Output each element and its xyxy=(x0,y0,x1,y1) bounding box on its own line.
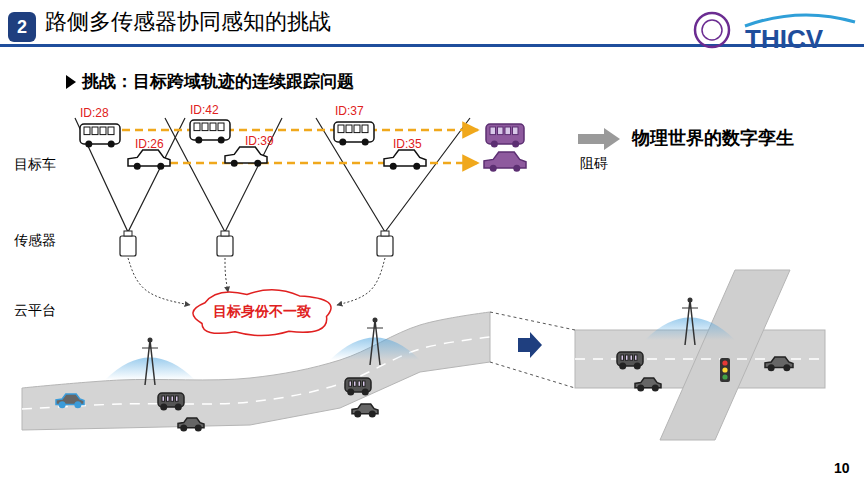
zoom-guide xyxy=(490,312,575,388)
row-label: 传感器 xyxy=(14,232,56,249)
zoom-arrow xyxy=(518,332,542,358)
row-label: 云平台 xyxy=(14,302,56,319)
scene-bus xyxy=(345,378,371,396)
bus-icon xyxy=(80,124,120,148)
scene-car xyxy=(765,357,793,371)
id-label: ID:28 xyxy=(80,106,109,120)
trajectory-line xyxy=(170,162,478,165)
logo-text: THICV xyxy=(745,24,823,55)
section-number: 2 xyxy=(8,12,36,42)
sensor-box xyxy=(217,236,233,256)
sensor-mount xyxy=(381,231,389,236)
sensor-box xyxy=(377,236,393,256)
car-icon xyxy=(128,150,170,170)
upload-link xyxy=(225,258,228,292)
upload-link xyxy=(337,258,385,305)
node-text: 目标身份不一致 xyxy=(213,303,311,321)
sensor-box xyxy=(120,236,136,256)
university-seal xyxy=(695,13,729,47)
traffic-light xyxy=(720,358,730,382)
id-label: ID:35 xyxy=(393,137,422,151)
sensor-mount xyxy=(221,231,229,236)
scene-car xyxy=(56,394,84,408)
scene-car xyxy=(178,418,204,432)
scene-car xyxy=(635,378,661,392)
car-icon xyxy=(384,150,426,170)
sensor-mount xyxy=(124,231,132,236)
block-arrow xyxy=(578,128,620,150)
goal-text: 物理世界的数字孪生 xyxy=(632,128,794,150)
cloud-node: 目标身份不一致 xyxy=(187,289,337,335)
sensor-cone xyxy=(75,118,185,232)
header-rule xyxy=(0,44,864,47)
node-text: 2 xyxy=(17,17,27,38)
trajectory-line xyxy=(122,129,478,132)
sensor-cone xyxy=(316,118,470,232)
roadside-tower xyxy=(105,338,195,386)
lane-marking xyxy=(22,337,490,409)
roadside-tower xyxy=(330,318,420,366)
id-label: ID:39 xyxy=(245,134,274,148)
scene-car xyxy=(352,404,378,418)
subtitle: 挑战：目标跨域轨迹的连续跟踪问题 xyxy=(82,72,354,92)
id-label: ID:42 xyxy=(190,103,219,117)
sensor-cone xyxy=(165,118,282,232)
twin-bus-icon xyxy=(486,124,524,148)
upload-link xyxy=(128,258,190,305)
road-right-cross xyxy=(660,270,790,440)
twin-car-icon xyxy=(484,152,526,172)
scene-bus xyxy=(617,352,643,370)
bus-icon xyxy=(334,122,374,146)
scene-bus xyxy=(158,393,184,411)
slide-title: 路侧多传感器协同感知的挑战 xyxy=(45,9,331,35)
page-number: 10 xyxy=(834,460,850,477)
university-seal-inner xyxy=(702,20,722,40)
bus-icon xyxy=(190,120,230,144)
obstacle-text: 阻碍 xyxy=(580,155,608,172)
bullet-arrow xyxy=(66,75,76,89)
row-label: 目标车 xyxy=(14,156,56,173)
roadside-tower xyxy=(645,298,735,346)
car-icon xyxy=(225,147,267,167)
id-label: ID:26 xyxy=(135,137,164,151)
id-label: ID:37 xyxy=(335,104,364,118)
